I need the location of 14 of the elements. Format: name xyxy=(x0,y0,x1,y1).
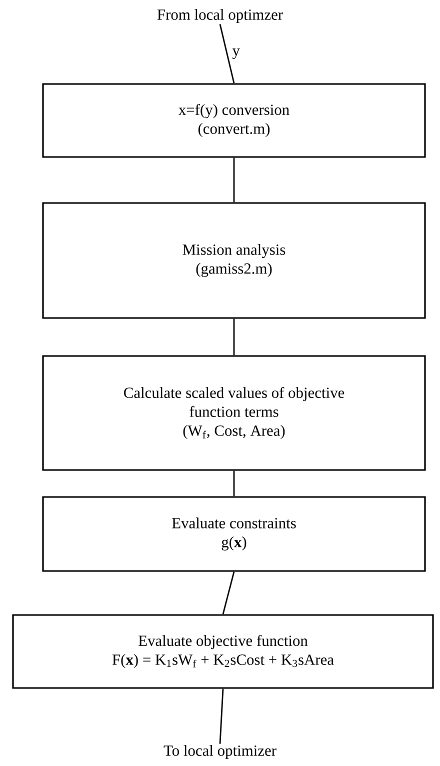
terminal-label: From local optimzer xyxy=(157,8,283,23)
connector-line xyxy=(233,470,235,496)
process-box: Mission analysis (gamiss2.m) xyxy=(42,202,426,319)
connector-line xyxy=(219,688,224,744)
process-box: Evaluate objective function F(x) = K$_{1}$sW$_{f}$ + K$_{2}$sCost + K$_{3}$sArea xyxy=(12,614,434,689)
connector-line xyxy=(233,158,235,202)
connector-line xyxy=(219,24,235,84)
terminal-label: To local optimizer xyxy=(164,745,276,759)
connector-line xyxy=(233,318,235,356)
process-box: Evaluate constraints g(x) xyxy=(42,496,426,572)
process-box: x=f(y) conversion (convert.m) xyxy=(42,83,426,158)
edge-label: y xyxy=(232,48,240,59)
process-box: Calculate scaled values of objective function terms (W$_{f}$, Cost, Area) xyxy=(42,355,426,471)
connector-line xyxy=(222,572,235,614)
